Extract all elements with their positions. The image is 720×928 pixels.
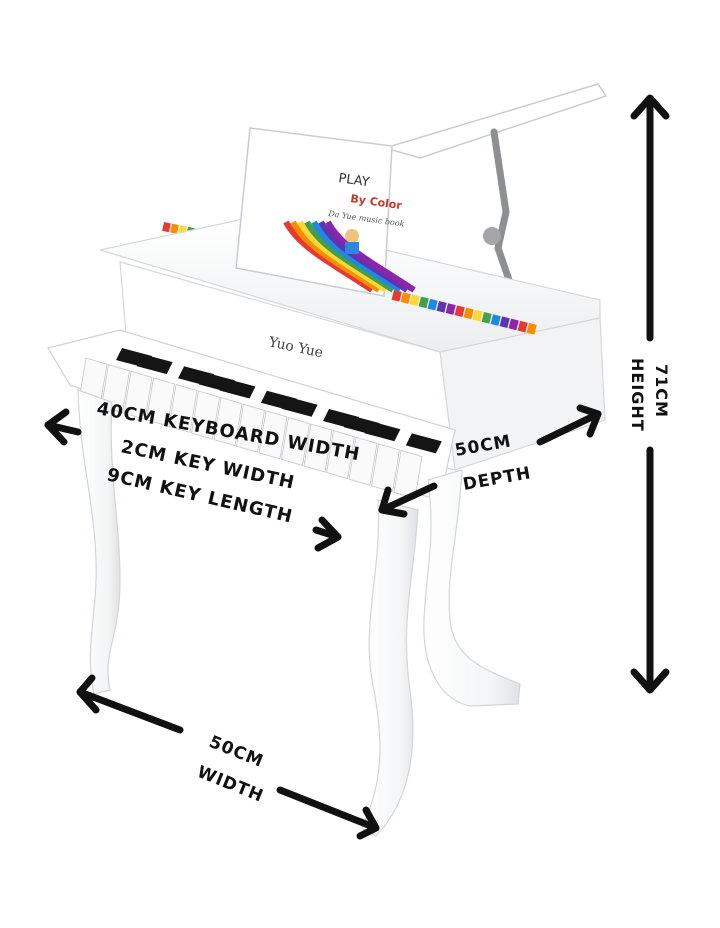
white-key xyxy=(370,443,401,493)
front-rainbow-strip xyxy=(391,290,537,335)
color-tab xyxy=(490,314,501,326)
black-keys xyxy=(116,348,442,454)
depth-arrow-right xyxy=(536,410,602,446)
color-tab xyxy=(436,301,447,313)
depth-arrow-left xyxy=(378,482,438,514)
rainbow-band xyxy=(311,220,402,293)
color-tab xyxy=(400,292,411,304)
white-key xyxy=(213,397,243,447)
white-key xyxy=(168,383,198,433)
color-tab xyxy=(409,294,420,307)
color-tab xyxy=(418,296,429,309)
white-keys xyxy=(78,357,423,499)
piano-leg-front-right xyxy=(361,499,419,837)
color-tab xyxy=(517,320,528,333)
rainbow-band xyxy=(283,220,374,293)
cartoon-child-body xyxy=(345,242,359,254)
width-arrow-right xyxy=(276,786,380,832)
piano-lid xyxy=(382,83,608,159)
white-key xyxy=(190,390,221,440)
white-key xyxy=(145,377,176,427)
lid-prop-stick xyxy=(490,128,520,304)
rainbow-band xyxy=(325,220,416,293)
black-key xyxy=(364,421,401,442)
rainbow-band xyxy=(304,220,395,293)
lid-hinge xyxy=(483,227,501,245)
height-value: 71CM xyxy=(652,364,671,418)
color-tab xyxy=(526,323,537,335)
color-tab xyxy=(427,298,438,311)
color-tab xyxy=(170,223,179,234)
rainbow-band xyxy=(297,220,388,293)
black-key xyxy=(219,378,256,399)
width-value: 50CM xyxy=(206,732,266,772)
toy-grand-piano: Yuo Yue PLAY By Color Da Yue music book xyxy=(47,83,608,837)
piano-leg-back xyxy=(423,469,521,707)
white-key xyxy=(325,430,356,480)
white-key xyxy=(123,370,153,420)
color-tab xyxy=(481,312,492,324)
color-tab xyxy=(454,305,465,318)
depth-arrowhead-right xyxy=(576,404,602,438)
rainbow-band xyxy=(290,220,381,293)
white-key xyxy=(280,416,311,466)
color-tab xyxy=(508,318,519,331)
white-key xyxy=(235,403,266,453)
black-key xyxy=(405,433,442,454)
color-tab xyxy=(499,316,510,329)
height-arrowhead-top xyxy=(630,94,670,120)
height-label: HEIGHT xyxy=(628,358,647,432)
color-tab xyxy=(391,290,402,302)
keyboard-width-arrowhead-right xyxy=(314,516,342,552)
cartoon-child xyxy=(345,229,359,243)
piano-leg-front-left xyxy=(77,389,121,695)
height-arrowhead-bottom xyxy=(630,668,670,694)
color-tab xyxy=(445,303,456,315)
white-key xyxy=(258,410,288,460)
rainbow-band xyxy=(318,220,409,293)
color-tab xyxy=(162,222,171,233)
width-arrowhead-left xyxy=(76,674,100,714)
songbook-title: PLAY xyxy=(337,171,370,190)
color-tab xyxy=(472,309,483,322)
dimension-annotations xyxy=(44,94,670,840)
depth-label: DEPTH xyxy=(461,463,532,495)
color-tab xyxy=(463,307,474,320)
white-key xyxy=(348,436,378,486)
width-arrow-left xyxy=(76,688,184,734)
width-arrowhead-right xyxy=(356,806,380,840)
songbook-rainbow xyxy=(283,220,416,293)
black-key xyxy=(281,396,318,417)
black-key xyxy=(136,354,173,375)
white-key xyxy=(303,423,333,473)
keyboard-width-arrowhead-left xyxy=(44,408,70,446)
depth-arrowhead-left xyxy=(378,486,408,518)
